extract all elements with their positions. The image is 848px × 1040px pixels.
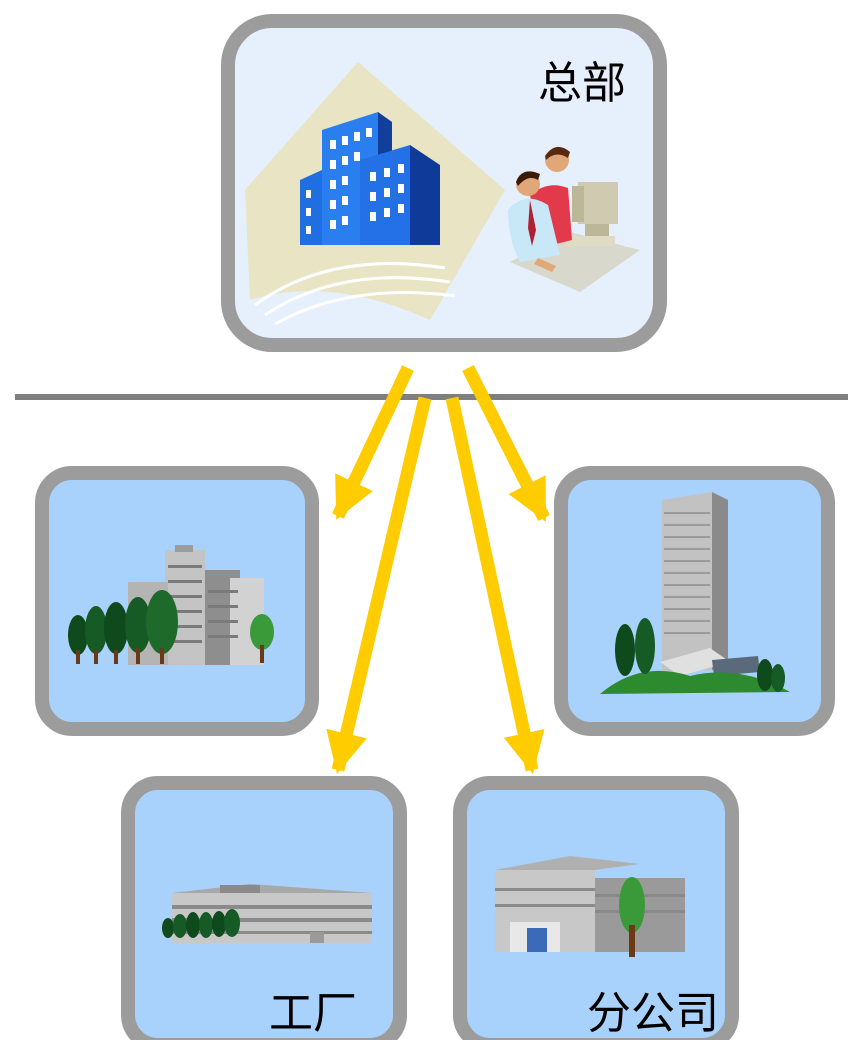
headquarters-label: 总部 — [538, 58, 626, 109]
trees-icon — [68, 590, 274, 664]
arrow-to-factory — [326, 396, 432, 775]
people-at-computer-icon — [508, 146, 640, 292]
arrow-to-branch — [445, 396, 545, 775]
left-site-box — [35, 466, 319, 736]
branch-label: 分公司 — [587, 988, 719, 1039]
distribution-arrows — [326, 365, 550, 775]
factory-label: 工厂 — [269, 988, 357, 1039]
arrow-to-left-site — [332, 365, 414, 520]
arrow-to-tower-site — [462, 365, 550, 522]
factory-box: 工厂 — [121, 776, 407, 1040]
skyscraper-icon — [600, 492, 790, 694]
tower-site-box — [554, 466, 835, 736]
branch-box: 分公司 — [453, 776, 739, 1040]
branch-office-icon — [495, 856, 685, 957]
headquarters-box: 总部 — [221, 14, 667, 352]
factory-icon — [162, 884, 372, 943]
swoosh-lines — [254, 262, 456, 326]
office-building-icon — [300, 112, 440, 245]
